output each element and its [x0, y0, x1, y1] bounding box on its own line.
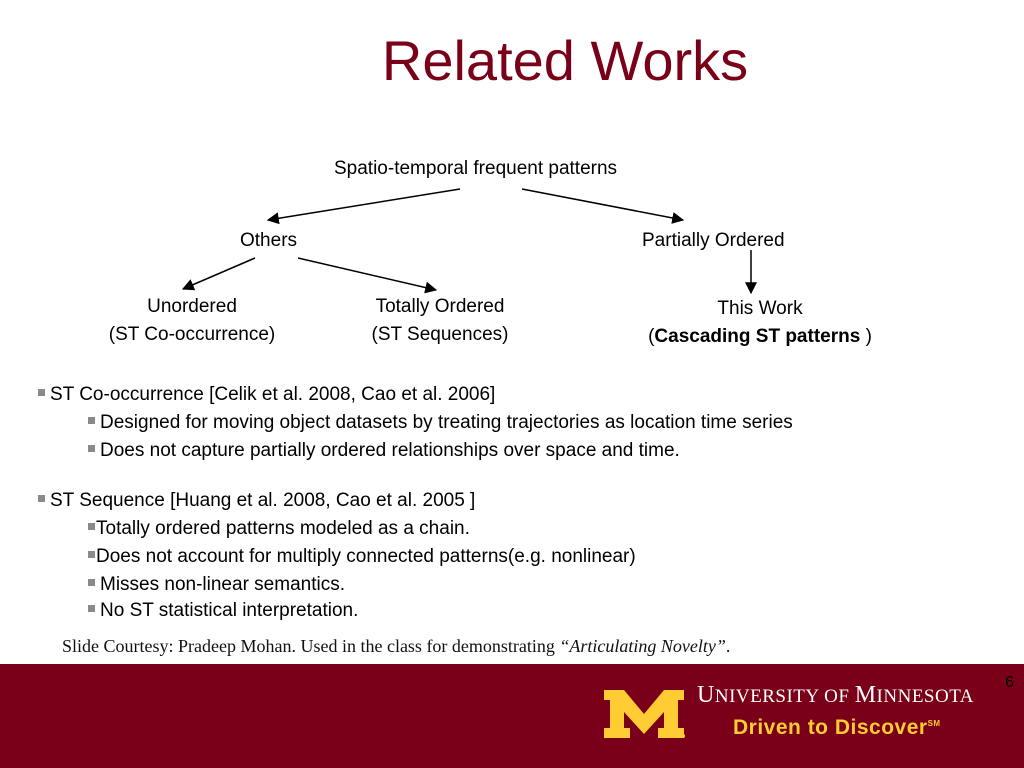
bullet-item-2-sub-3: Misses non-linear semantics. [88, 574, 345, 596]
slide-courtesy-note: Slide Courtesy: Pradeep Mohan. Used in t… [62, 636, 731, 656]
tree-totally-ordered-sub: (ST Sequences) [371, 324, 509, 345]
university-m-logo-icon [604, 690, 685, 738]
university-tagline: Driven to DiscoverSM [733, 716, 941, 739]
tree-this-work-node: This Work (Cascading ST patterns ) [620, 298, 900, 348]
square-bullet-icon [88, 417, 95, 425]
bullet-item-1: ST Co-occurrence [Celik et al. 2008, Cao… [38, 384, 495, 406]
tree-partially-ordered-label: Partially Ordered [642, 230, 785, 251]
square-bullet-icon [88, 551, 95, 559]
university-name: UNIVERSITY OF MINNESOTA [697, 682, 975, 708]
square-bullet-icon [88, 523, 95, 531]
tree-unordered-sub: (ST Co-occurrence) [108, 324, 276, 345]
arrow-root-to-partially-ordered [521, 188, 685, 224]
tree-unordered-label: Unordered [147, 296, 237, 317]
square-bullet-icon [38, 495, 45, 503]
bullet-item-2-sub-4: No ST statistical interpretation. [88, 600, 358, 622]
tree-totally-ordered-label: Totally Ordered [375, 296, 505, 317]
square-bullet-icon [38, 389, 45, 397]
tree-unordered-node: Unordered (ST Co-occurrence) [92, 296, 292, 346]
arrow-others-to-totally-ordered [297, 257, 438, 294]
bullet-item-2-sub-1: Totally ordered patterns modeled as a ch… [88, 518, 470, 540]
tree-arrows [181, 188, 757, 295]
bullet-item-1-sub-1: Designed for moving object datasets by t… [88, 412, 793, 434]
arrow-others-to-unordered [181, 257, 256, 291]
square-bullet-icon [88, 445, 95, 453]
tree-totally-ordered-node: Totally Ordered (ST Sequences) [352, 296, 528, 346]
footer-bar: 6 [0, 664, 1024, 768]
tree-this-work-sub: (Cascading ST patterns ) [648, 326, 872, 347]
tree-others-label: Others [240, 230, 298, 251]
bullet-item-2-sub-2: Does not account for multiply connected … [88, 546, 636, 568]
bullet-item-2: ST Sequence [Huang et al. 2008, Cao et a… [38, 490, 475, 512]
square-bullet-icon [88, 579, 95, 587]
bullet-item-1-sub-2: Does not capture partially ordered relat… [88, 440, 680, 462]
tree-root-label: Spatio-temporal frequent patterns [334, 158, 618, 179]
tree-this-work-bold: Cascading ST patterns [654, 326, 861, 347]
slide-title: Related Works [381, 29, 749, 92]
page-number: 6 [1005, 674, 1014, 691]
square-bullet-icon [88, 605, 95, 613]
courtesy-italic: “Articulating Novelty” [559, 636, 726, 656]
arrow-root-to-others [266, 188, 461, 225]
tree-this-work-label: This Work [717, 298, 803, 319]
